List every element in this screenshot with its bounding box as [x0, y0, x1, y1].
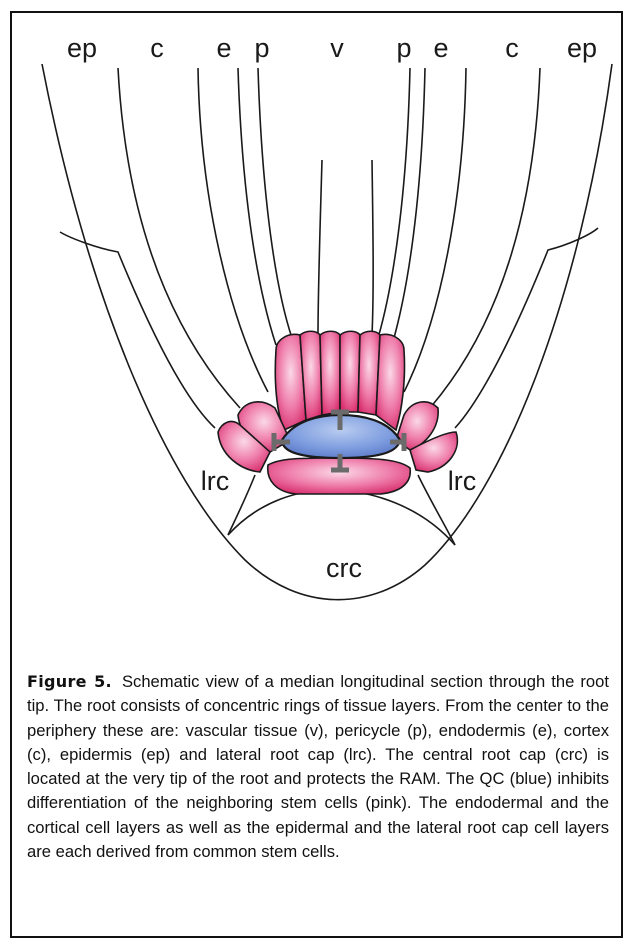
label-ep-right: ep [567, 33, 597, 63]
layer-labels: ep c e p v p e c ep [67, 33, 597, 63]
lrc-boundary-left [228, 475, 255, 535]
stem-cell [320, 331, 340, 415]
crc-boundary [228, 490, 455, 545]
label-p-right: p [396, 33, 411, 63]
caption-text: Schematic view of a median longitudinal … [27, 672, 609, 861]
epidermis-boundary-left [60, 232, 215, 428]
label-ep-left: ep [67, 33, 97, 63]
endodermis-line-left [198, 68, 268, 392]
label-c-right: c [505, 33, 519, 63]
figure-caption: Figure 5. Schematic view of a median lon… [27, 670, 609, 864]
vascular-line-right [372, 160, 373, 335]
stem-cell [376, 334, 405, 430]
epidermis-boundary-right [455, 228, 598, 428]
label-e-left: e [216, 33, 231, 63]
pericycle-line-right-inner [378, 68, 410, 338]
label-e-right: e [433, 33, 448, 63]
label-c-left: c [150, 33, 164, 63]
vascular-line-left [318, 160, 322, 335]
pericycle-line-left-outer [238, 68, 276, 345]
label-p-left: p [254, 33, 269, 63]
label-v: v [330, 33, 344, 63]
figure-label: Figure 5. [27, 672, 112, 691]
endodermis-line-right [404, 68, 466, 392]
label-crc: crc [326, 553, 362, 583]
cortex-line-left [118, 68, 240, 408]
cortex-line-right [430, 68, 540, 408]
label-lrc-right: lrc [448, 466, 477, 496]
label-lrc-left: lrc [201, 466, 230, 496]
stem-cell [340, 331, 360, 412]
root-tip-diagram: ep c e p v p e c ep [0, 0, 633, 660]
